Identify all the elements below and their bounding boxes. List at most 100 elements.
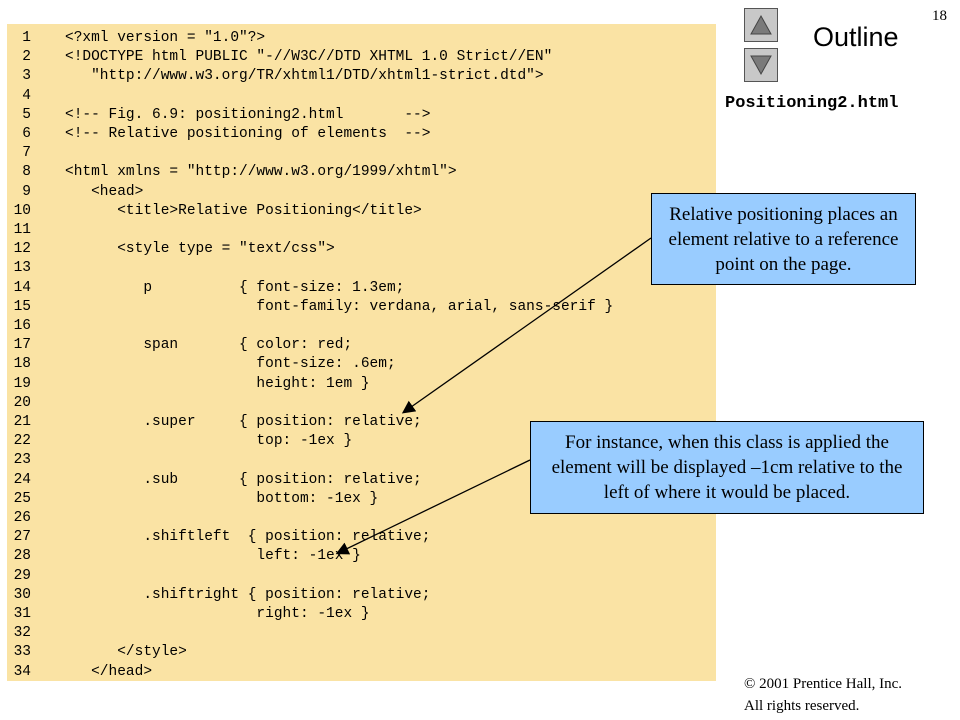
code-line: 26 [7,509,716,528]
next-slide-button[interactable] [744,48,778,82]
code-line: 10 <title>Relative Positioning</title> [7,202,716,221]
code-line: 22 top: -1ex } [7,432,716,451]
callout-text: Relative positioning places an element r… [668,203,899,275]
code-line: 3 "http://www.w3.org/TR/xhtml1/DTD/xhtml… [7,67,716,86]
copyright-line-2: All rights reserved. [744,698,860,714]
line-number: 1 [22,30,31,46]
code-text: <head> [65,183,144,200]
line-number: 11 [13,222,31,238]
code-text: .super { position: relative; [65,414,422,430]
code-text: right: -1ex } [65,606,370,622]
line-number: 18 [13,356,31,373]
line-number: 10 [13,202,31,219]
code-text: left: -1ex } [65,548,361,565]
code-line: 12 <style type = "text/css"> [7,240,716,259]
code-text: <!DOCTYPE html PUBLIC "-//W3C//DTD XHTML… [65,49,553,66]
code-line: 34 </head> [7,663,716,682]
triangle-up-icon [750,14,772,35]
code-line: 13 [7,259,716,278]
code-text: font-family: verdana, arial, sans-serif … [65,298,614,315]
code-text: .sub { position: relative; [65,471,422,488]
previous-slide-button[interactable] [744,8,778,42]
line-number: 20 [13,394,31,411]
code-line: 32 [7,624,716,643]
code-text: <?xml version = "1.0"?> [65,30,266,46]
triangle-down-icon [750,55,772,76]
code-text: top: -1ex } [65,433,353,450]
line-number: 4 [22,87,31,104]
line-number: 27 [13,529,31,546]
line-number: 5 [22,106,31,123]
code-text: span { color: red; [65,337,353,354]
code-text: <!-- Fig. 6.9: positioning2.html --> [65,106,431,123]
code-line: 8 <html xmlns = "http://www.w3.org/1999/x… [7,163,716,182]
code-line: 21 .super { position: relative; [7,413,716,432]
code-line: 23 [7,451,716,470]
code-line: 4 [7,87,716,106]
line-number: 13 [13,260,31,277]
line-number: 2 [22,49,31,66]
code-line: 6 <!-- Relative positioning of elements -… [7,125,716,144]
code-text: <!-- Relative positioning of elements --… [65,126,431,142]
code-line: 15 font-family: verdana, arial, sans-ser… [7,298,716,317]
callout-shiftleft-explanation: For instance, when this class is applied… [530,421,924,514]
code-line: 9 <head> [7,183,716,202]
line-number: 33 [13,644,31,661]
line-number: 12 [13,241,31,258]
line-number: 15 [13,298,31,315]
copyright-line-1: © 2001 Prentice Hall, Inc. [744,676,903,692]
code-listing-panel: 1 <?xml version = "1.0"?> 2 <!DOCTYPE html … [7,24,716,681]
line-number: 25 [13,490,31,507]
line-number: 31 [13,606,31,622]
line-number: 7 [22,145,31,162]
code-line: 20 [7,394,716,413]
code-line: 11 [7,221,716,240]
line-number: 14 [13,279,31,296]
code-line: 16 [7,317,716,336]
line-number: 6 [22,126,31,142]
code-line: 31 right: -1ex } [7,605,716,624]
outline-label[interactable]: Outline [813,22,899,52]
code-text: <html xmlns = "http://www.w3.org/1999/xh… [65,164,457,181]
code-line: 7 [7,144,716,163]
line-number: 3 [22,68,31,85]
code-text: font-size: .6em; [65,356,396,373]
code-line: 27 .shiftleft { position: relative; [7,528,716,547]
code-text: .shiftright { position: relative; [65,586,431,603]
line-number: 19 [13,375,31,392]
code-text: </head> [65,663,153,680]
code-text: </style> [65,644,187,661]
code-line: 18 font-size: .6em; [7,355,716,374]
line-number: 22 [13,433,31,450]
code-line: 14 p { font-size: 1.3em; [7,279,716,298]
code-text: "http://www.w3.org/TR/xhtml1/DTD/xhtml1-… [65,68,544,85]
line-number: 28 [13,548,31,565]
file-title: Positioning2.html [725,94,899,113]
code-text: <title>Relative Positioning</title> [65,202,422,219]
line-number: 16 [13,318,31,334]
code-text: height: 1em } [65,375,370,392]
code-text: <style type = "text/css"> [65,241,335,258]
line-number: 21 [13,414,31,430]
line-number: 23 [13,452,31,469]
callout-relative-positioning: Relative positioning places an element r… [651,193,916,285]
line-number: 30 [13,586,31,603]
code-text: .shiftleft { position: relative; [65,529,431,546]
code-text: bottom: -1ex } [65,490,379,507]
line-number: 24 [13,471,31,488]
line-number: 34 [13,663,31,680]
line-number: 8 [22,164,31,181]
code-text: p { font-size: 1.3em; [65,279,405,296]
page-number: 18 [932,8,947,24]
line-number: 26 [13,510,31,526]
code-line: 30 .shiftright { position: relative; [7,586,716,605]
code-line: 28 left: -1ex } [7,547,716,566]
code-line: 2 <!DOCTYPE html PUBLIC "-//W3C//DTD XHTM… [7,48,716,67]
code-line: 1 <?xml version = "1.0"?> [7,29,716,48]
line-number: 17 [13,337,31,354]
code-line: 5 <!-- Fig. 6.9: positioning2.html --> [7,106,716,125]
copyright-notice: © 2001 Prentice Hall, Inc. All rights re… [744,673,902,717]
line-number: 29 [13,567,31,584]
code-line: 17 span { color: red; [7,336,716,355]
line-number: 9 [22,183,31,200]
